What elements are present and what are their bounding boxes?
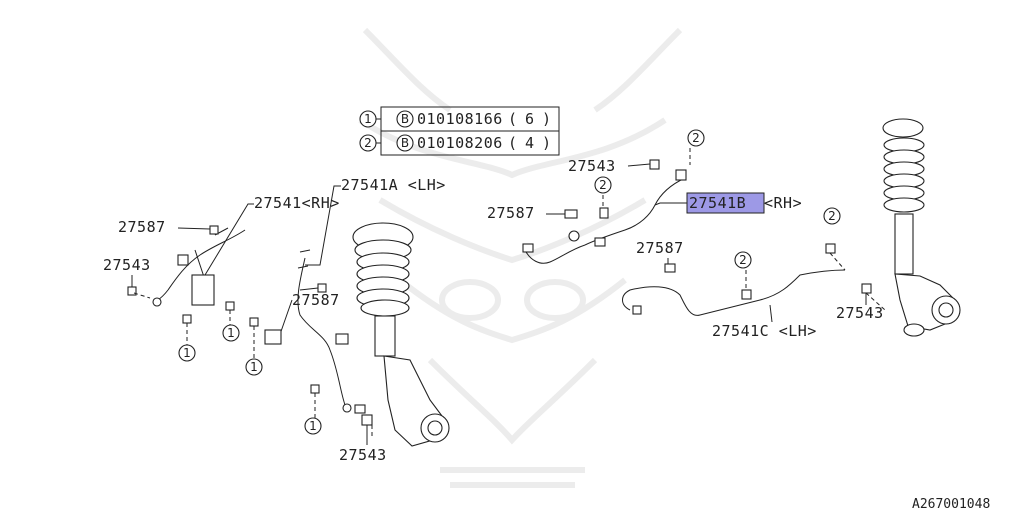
right-front-assembly: [522, 118, 961, 337]
legend-table: 1 B 010108166 ( 6 ) 2 B 010108206 ( 4 ): [359, 106, 560, 156]
bolt: [825, 243, 836, 254]
label-27541: 27541<RH>: [254, 194, 340, 212]
bolt: [249, 317, 259, 327]
grommet: [564, 209, 578, 219]
legend-row-1: 1 B 010108166 ( 6 ): [359, 110, 552, 128]
callout-2: 2: [739, 253, 747, 267]
label-27587-top: 27587: [487, 204, 535, 222]
callout-1: 1: [309, 419, 317, 433]
label-27541A: 27541A <LH>: [341, 176, 446, 194]
label-27543-top: 27543: [568, 157, 616, 175]
legend-row-1-bolt: B: [401, 112, 409, 126]
bolt-b-marker: [396, 134, 414, 152]
bolt: [182, 314, 192, 324]
label-27587-right: 27587: [636, 239, 684, 257]
legend-row-1-qty-close: ): [542, 110, 552, 128]
figure-id: A267001048: [912, 497, 990, 512]
callout-1: 1: [250, 360, 258, 374]
legend-row-2-part: 010108206: [417, 134, 503, 152]
callout-1: 1: [183, 346, 191, 360]
legend-row-2: 2 B 010108206 ( 4 ): [359, 134, 552, 152]
label-27543-bottom: 27543: [339, 446, 387, 464]
callout-2-markers: 2 2 2 2: [594, 129, 841, 269]
left-front-assembly: [127, 222, 450, 447]
callout-1-markers: 1 1 1 1: [178, 324, 322, 435]
bolt: [225, 301, 235, 311]
legend-row-2-qty: 4: [525, 134, 535, 152]
legend-row-1-qty-open: (: [508, 110, 518, 128]
grommet: [861, 283, 872, 294]
legend-row-2-num: 2: [364, 136, 372, 150]
strut-spring-left: [352, 222, 450, 447]
callout-2: 2: [828, 209, 836, 223]
harness-27541: [154, 229, 246, 303]
grommet: [361, 414, 373, 426]
bolt: [310, 384, 320, 394]
legend-row-2-bolt: B: [401, 136, 409, 150]
label-27541B-side: <RH>: [764, 194, 802, 212]
clip: [209, 225, 219, 235]
legend-row-1-qty: 6: [525, 110, 535, 128]
label-27541B[interactable]: 27541B: [689, 194, 746, 212]
label-27543-left: 27543: [103, 256, 151, 274]
label-27541C: 27541C <LH>: [712, 322, 817, 340]
callout-2: 2: [692, 131, 700, 145]
bolt-b-marker: [396, 110, 414, 128]
legend-row-1-num: 1: [364, 112, 372, 126]
callout-1: 1: [227, 326, 235, 340]
label-27587-mid: 27587: [292, 291, 340, 309]
label-27587-left: 27587: [118, 218, 166, 236]
callout-2: 2: [599, 178, 607, 192]
legend-row-2-qty-open: (: [508, 134, 518, 152]
bolt: [741, 289, 752, 300]
harness-27541A: [297, 257, 346, 406]
legend-row-2-qty-close: ): [542, 134, 552, 152]
grommet: [127, 286, 137, 296]
clip: [664, 263, 676, 273]
strut-spring-right: [882, 118, 961, 337]
label-27543-right: 27543: [836, 304, 884, 322]
harness-27541C: [622, 269, 846, 316]
legend-row-1-part: 010108166: [417, 110, 503, 128]
watermark-emblem: [358, 27, 683, 488]
